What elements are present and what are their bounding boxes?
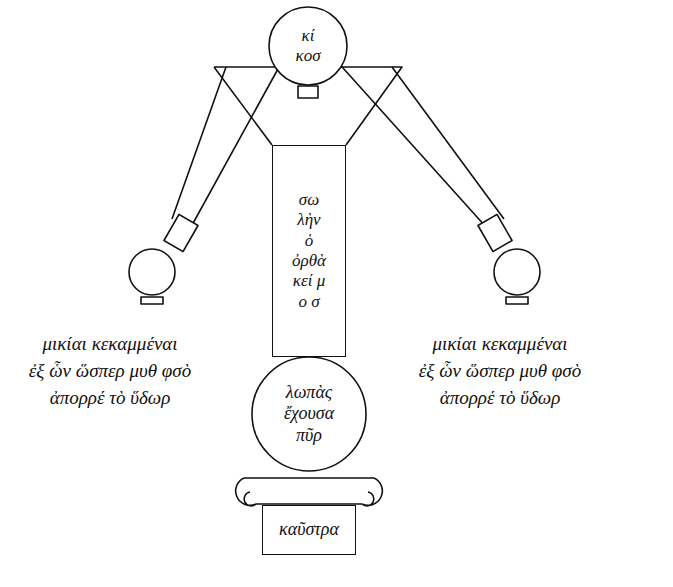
vessel-node: λωπὰς ἔχουσα πῦρ <box>251 356 367 472</box>
left-volute <box>236 478 256 506</box>
side-note: μικίαι κεκαμμέναι <box>40 333 179 355</box>
right-nozzle <box>478 215 512 252</box>
node-text: κί κοσ <box>295 26 320 67</box>
node-text: σω λὴν ὁ ὀρθὰ κεί μ ο σ <box>292 190 326 312</box>
sphere-stub <box>298 86 318 98</box>
side-note: ἐξ ὧν ὥσπερ μυθ φσὸ <box>27 360 193 382</box>
left-stand <box>141 297 163 304</box>
circle-shape <box>269 7 347 85</box>
side-note: ἐξ ὧν ὥσπερ μυθ φσὸ <box>417 360 583 382</box>
side-note: ἀπορρέ τὸ ὕδωρ <box>48 387 173 409</box>
node-text: λωπὰς ἔχουσα πῦρ <box>284 382 334 447</box>
right-pipe <box>334 58 504 227</box>
node-text: καῦστρα <box>279 519 339 541</box>
left-nozzle <box>164 215 198 252</box>
left-pipe <box>172 58 284 227</box>
capital-lines <box>244 478 374 504</box>
base-node: καῦστρα <box>262 505 356 555</box>
left-small-sphere <box>129 249 175 295</box>
column-node: σω λὴν ὁ ὀρθὰ κεί μ ο σ <box>272 145 346 357</box>
sphere-node: κί κοσ <box>268 6 348 86</box>
right-volute <box>362 478 382 506</box>
right-small-sphere <box>494 249 540 295</box>
side-note: ἀπορρέ τὸ ὕδωρ <box>438 387 563 409</box>
circle-shape <box>252 357 366 471</box>
side-note: μικίαι κεκαμμέναι <box>430 333 569 355</box>
right-stand <box>506 297 528 304</box>
